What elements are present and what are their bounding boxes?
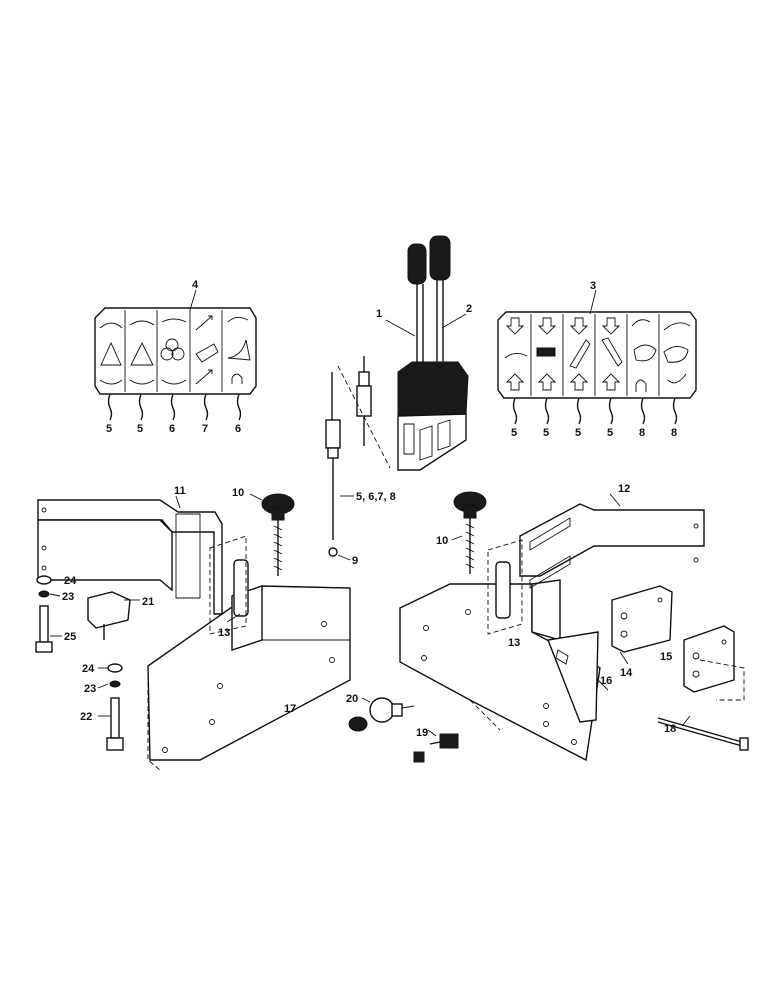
adjustment-knob-left [249,493,295,576]
excavator-arm-icon [99,322,123,385]
dipper-icon [601,317,623,391]
label-5-right-b: 5 [543,427,549,439]
label-24-upper: 24 [64,575,77,587]
label-3: 3 [590,280,596,292]
right-control-decal-panel [497,289,697,425]
label-16: 16 [600,675,612,687]
blade-icon [227,317,251,384]
label-10-right: 10 [436,535,448,547]
label-10-left: 10 [232,487,244,499]
excavator-arm-icon [129,320,155,385]
label-cable: 5, 6,7, 8 [356,491,396,503]
mounting-plate-15 [683,625,745,701]
label-1: 1 [376,308,382,320]
label-11: 11 [174,485,186,497]
label-5-left-a: 5 [106,423,112,435]
label-23-lower: 23 [84,683,96,695]
label-22: 22 [80,711,92,723]
label-18: 18 [664,723,676,735]
label-17: 17 [284,703,296,715]
label-9: 9 [352,555,358,567]
label-13-left: 13 [218,627,230,639]
label-25: 25 [64,631,76,643]
label-2: 2 [466,303,472,315]
bucket-icon [663,322,691,384]
label-23-upper: 23 [62,591,74,603]
bolt-washers-left-lower [97,663,124,751]
label-14: 14 [620,667,633,679]
label-6-left-b: 6 [235,423,241,435]
label-5-right-d: 5 [607,427,613,439]
boom-up-down-icon [536,317,557,391]
long-bolt-18 [657,715,749,751]
label-5-right-a: 5 [511,427,517,439]
label-7-left: 7 [202,423,208,435]
rotary-switch-20 [348,697,415,732]
label-24-lower: 24 [82,663,95,675]
left-console-bracket [37,495,351,771]
handle-21 [87,591,140,640]
rotation-icon [160,318,187,385]
label-4: 4 [192,279,199,291]
label-12: 12 [618,483,630,495]
dipper-icon [569,317,591,391]
bucket-tilt-icon [195,315,219,385]
rotary-switch-19 [413,729,459,763]
label-8-right-b: 8 [671,427,677,439]
label-21: 21 [142,596,154,608]
right-console-bracket [399,493,705,762]
left-control-decal-panel [94,289,257,421]
label-15: 15 [660,651,672,663]
label-6-left-a: 6 [169,423,175,435]
bolt-washers-left-upper [35,575,62,653]
bucket-icon [631,319,657,392]
control-cable [325,356,391,561]
label-5-left-b: 5 [137,423,143,435]
label-19: 19 [416,727,428,739]
label-8-right-a: 8 [639,427,645,439]
label-5-right-c: 5 [575,427,581,439]
label-13-right: 13 [508,637,520,649]
part-labels: 1 2 3 4 5 5 6 7 6 5 5 5 5 8 8 5, 6,7, 8 … [62,279,677,739]
mounting-plate-14 [611,585,673,665]
label-20: 20 [346,693,358,705]
boom-up-down-icon [504,317,528,391]
adjustment-knob-right [451,491,487,574]
joystick-valve-assembly [385,235,469,471]
